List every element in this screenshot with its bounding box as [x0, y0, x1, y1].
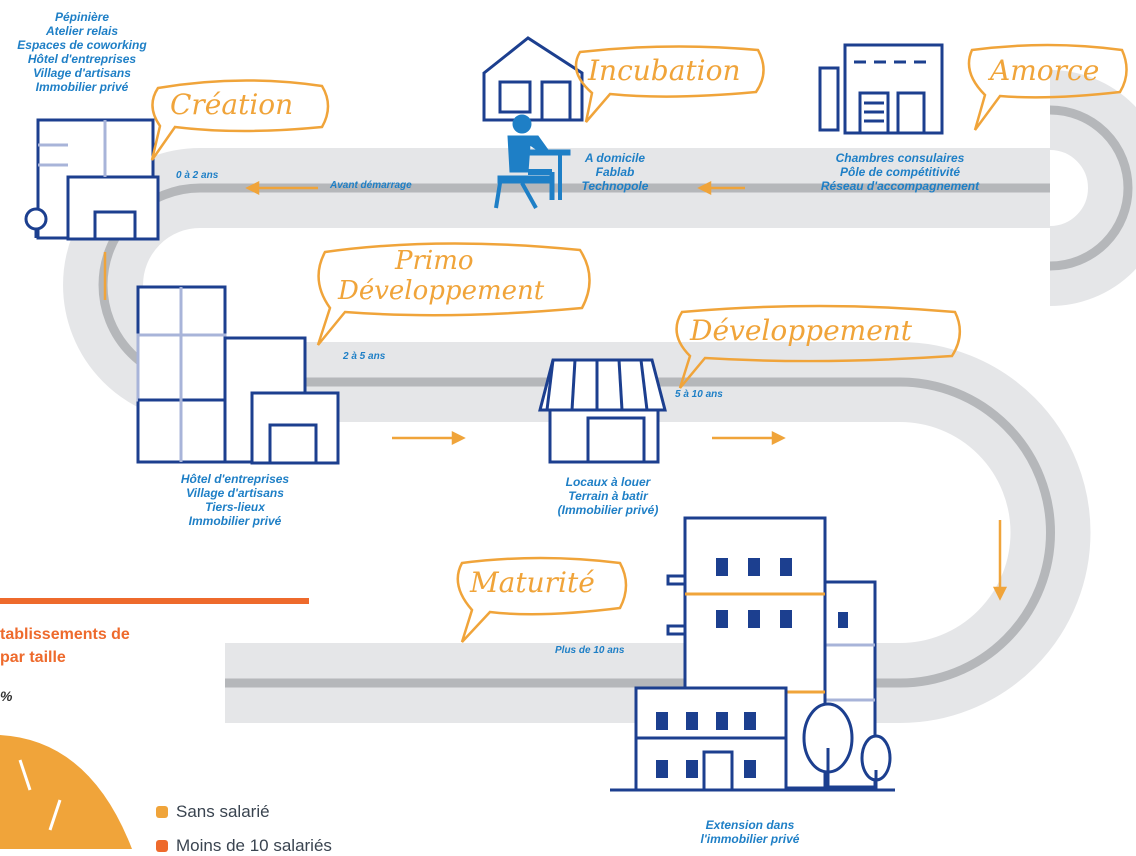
phase-creation: Création	[170, 88, 294, 121]
creation-list: Pépinière Atelier relais Espaces de cowo…	[6, 10, 158, 94]
amorce-item: Réseau d'accompagnement	[820, 179, 980, 193]
phase-amorce: Amorce	[990, 54, 1100, 87]
primo-item: Immobilier privé	[188, 514, 282, 528]
speech-bubbles	[150, 43, 1128, 643]
incubation-list: A domicile Fablab Technopole	[560, 151, 670, 193]
creation-building-icon	[24, 118, 160, 241]
duration-primo: 2 à 5 ans	[343, 351, 386, 362]
maturite-item: Extension dans	[705, 818, 795, 832]
legend-item: Sans salarié	[156, 802, 270, 822]
dev-item: (Immobilier privé)	[557, 503, 659, 517]
legend-swatch	[156, 840, 168, 852]
incubation-item: Technopole	[581, 179, 649, 193]
phase-developpement: Développement	[690, 314, 913, 347]
primo-building-icon	[136, 285, 340, 465]
phase-incubation: Incubation	[588, 54, 741, 87]
creation-item: Pépinière	[54, 10, 110, 24]
road	[63, 70, 1136, 723]
primo-item: Village d'artisans	[186, 486, 284, 500]
amorce-factory-icon	[818, 43, 944, 135]
duration-maturite: Plus de 10 ans	[555, 645, 625, 656]
dev-item: Locaux à louer	[565, 475, 651, 489]
incubation-item: Fablab	[595, 165, 635, 179]
creation-item: Atelier relais	[45, 24, 119, 38]
primo-item: Hôtel d'entreprises	[180, 472, 290, 486]
amorce-item: Chambres consulaires	[835, 151, 965, 165]
legend-label: Sans salarié	[176, 802, 270, 821]
duration-developpement: 5 à 10 ans	[675, 389, 723, 400]
sidebar-title: tablissements de par taille	[0, 623, 130, 669]
incubation-item: A domicile	[584, 151, 646, 165]
dev-item: Terrain à batir	[568, 489, 648, 503]
maturite-building-icon	[610, 516, 895, 792]
sidebar-rule	[0, 598, 309, 604]
amorce-item: Pôle de compétitivité	[839, 165, 961, 179]
sidebar-title-line2: par taille	[0, 649, 66, 666]
direction-arrows	[103, 180, 1008, 601]
creation-item: Espaces de coworking	[17, 38, 147, 52]
legend-label: Moins de 10 salariés	[176, 836, 332, 855]
creation-item: Village d'artisans	[33, 66, 131, 80]
phase-maturite: Maturité	[470, 566, 595, 599]
primo-item: Tiers-lieux	[205, 500, 265, 514]
maturite-item: l'immobilier privé	[700, 832, 800, 846]
primo-list: Hôtel d'entreprises Village d'artisans T…	[160, 472, 310, 528]
phase-primo-line2: Développement	[338, 276, 545, 306]
developpement-list: Locaux à louer Terrain à batir (Immobili…	[533, 475, 683, 517]
amorce-list: Chambres consulaires Pôle de compétitivi…	[802, 151, 998, 193]
legend-item: Moins de 10 salariés	[156, 836, 332, 856]
duration-creation: 0 à 2 ans	[176, 170, 219, 181]
legend-swatch	[156, 806, 168, 818]
sidebar-title-line1: tablissements de	[0, 626, 130, 643]
maturite-list: Extension dans l'immobilier privé	[680, 818, 820, 846]
incubation-house-icon	[482, 36, 584, 122]
size-pie-chart	[0, 735, 132, 849]
shop-icon	[538, 358, 667, 464]
duration-avant: Avant démarrage	[330, 180, 412, 191]
person-at-desk-icon	[494, 114, 571, 209]
sidebar-percent: %	[0, 688, 13, 704]
creation-item: Hôtel d'entreprises	[27, 52, 137, 66]
creation-item: Immobilier privé	[35, 80, 129, 94]
phase-primo-line1: Primo	[395, 246, 474, 276]
